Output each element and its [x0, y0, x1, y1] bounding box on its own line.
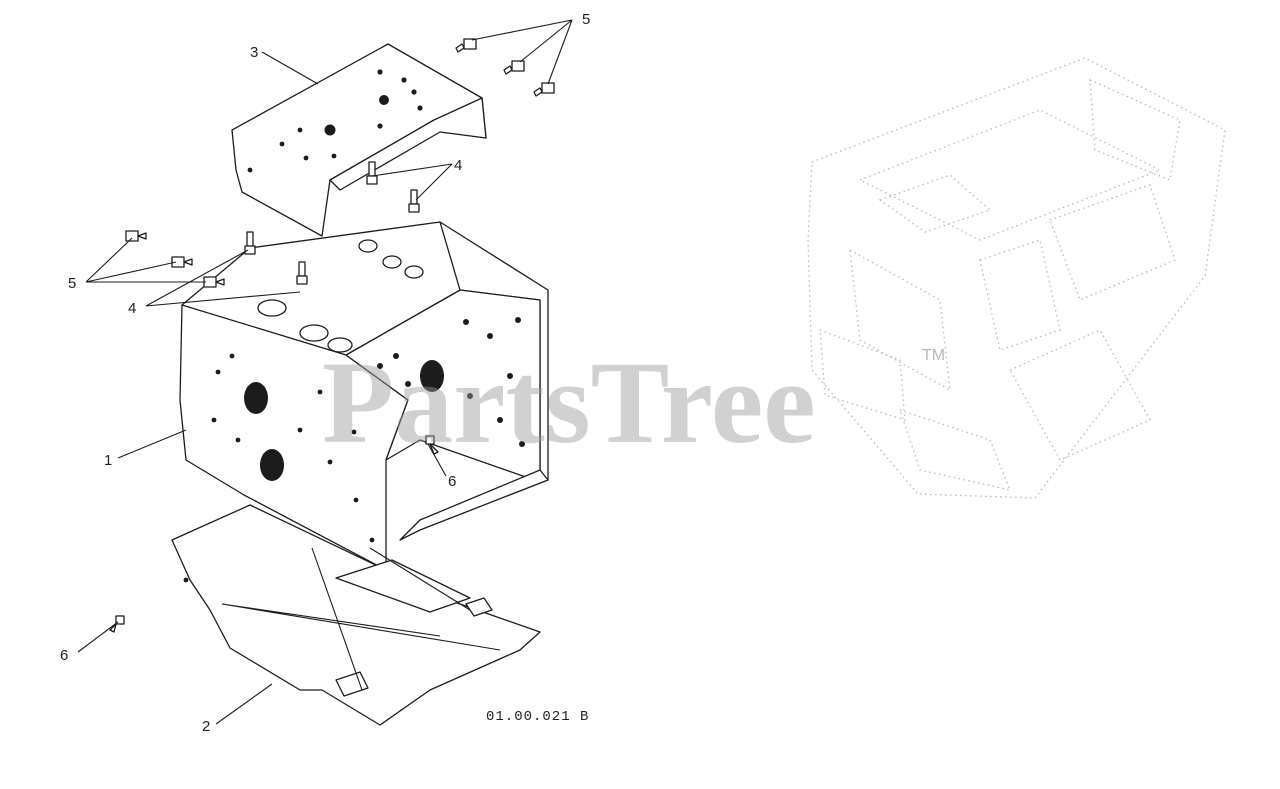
drawing-code: 01.00.021 B	[486, 709, 589, 725]
partstree-watermark: PartsTree	[322, 337, 816, 468]
trademark-symbol: TM	[922, 347, 945, 364]
part-upper-cover	[231, 43, 487, 237]
callout-4-top: 4	[454, 157, 462, 174]
dotted-logo-watermark	[807, 57, 1226, 499]
callout-2: 2	[202, 718, 210, 735]
screws-part-6	[109, 435, 439, 633]
callout-5-top: 5	[582, 11, 590, 28]
part-main-frame	[179, 221, 549, 571]
callout-1: 1	[104, 452, 112, 469]
bolts-part-5	[125, 38, 555, 288]
callout-6-right: 6	[448, 473, 456, 490]
studs-part-4	[244, 161, 420, 285]
callout-6-left: 6	[60, 647, 68, 664]
callout-3: 3	[250, 44, 258, 61]
callout-5-left: 5	[68, 275, 76, 292]
callout-4-left: 4	[128, 300, 136, 317]
part-base-plate	[171, 469, 549, 726]
leader-lines	[77, 19, 573, 725]
